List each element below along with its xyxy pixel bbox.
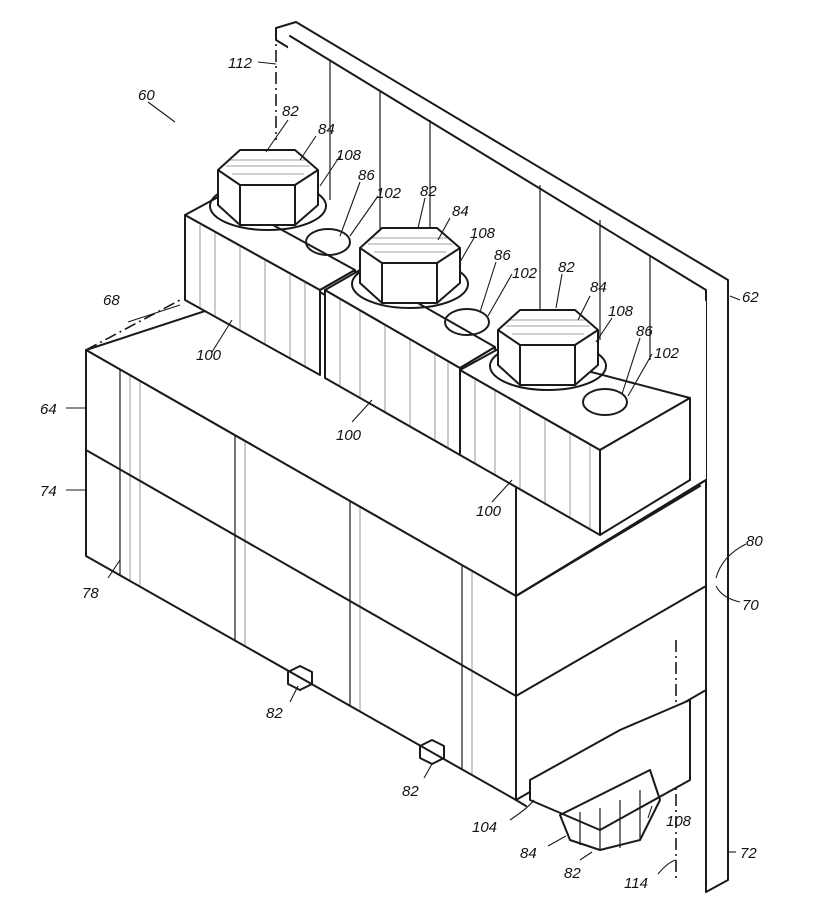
label-62: 62 [742,289,759,306]
label-112: 112 [228,55,253,72]
label-100-middle: 100 [336,427,362,444]
label-114: 114 [624,875,648,892]
label-108-left: 108 [336,147,362,164]
label-84-left: 84 [318,121,335,138]
label-82-bottom-left: 82 [266,705,283,722]
label-84-middle: 84 [452,203,469,220]
label-86-middle: 86 [494,247,511,264]
label-82-right: 82 [558,259,575,276]
label-72: 72 [740,845,757,862]
label-68: 68 [103,292,120,309]
label-84-right: 84 [590,279,607,296]
label-102-right: 102 [654,345,680,362]
label-100-right: 100 [476,503,502,520]
label-78: 78 [82,585,99,602]
label-60: 60 [138,87,155,104]
label-102-middle: 102 [512,265,538,282]
label-74: 74 [40,483,57,500]
label-82-bottom-middle: 82 [402,783,419,800]
label-108-middle: 108 [470,225,496,242]
label-64: 64 [40,401,57,418]
label-84-bottom: 84 [520,845,537,862]
label-70: 70 [742,597,759,614]
label-82-middle: 82 [420,183,437,200]
label-86-left: 86 [358,167,375,184]
label-102-left: 102 [376,185,402,202]
label-104: 104 [472,819,497,836]
label-108-bottom: 108 [666,813,692,830]
label-80: 80 [746,533,763,550]
label-82-left: 82 [282,103,299,120]
label-108-right: 108 [608,303,634,320]
label-82-bottom-right: 82 [564,865,581,882]
label-100-left: 100 [196,347,222,364]
label-86-right: 86 [636,323,653,340]
